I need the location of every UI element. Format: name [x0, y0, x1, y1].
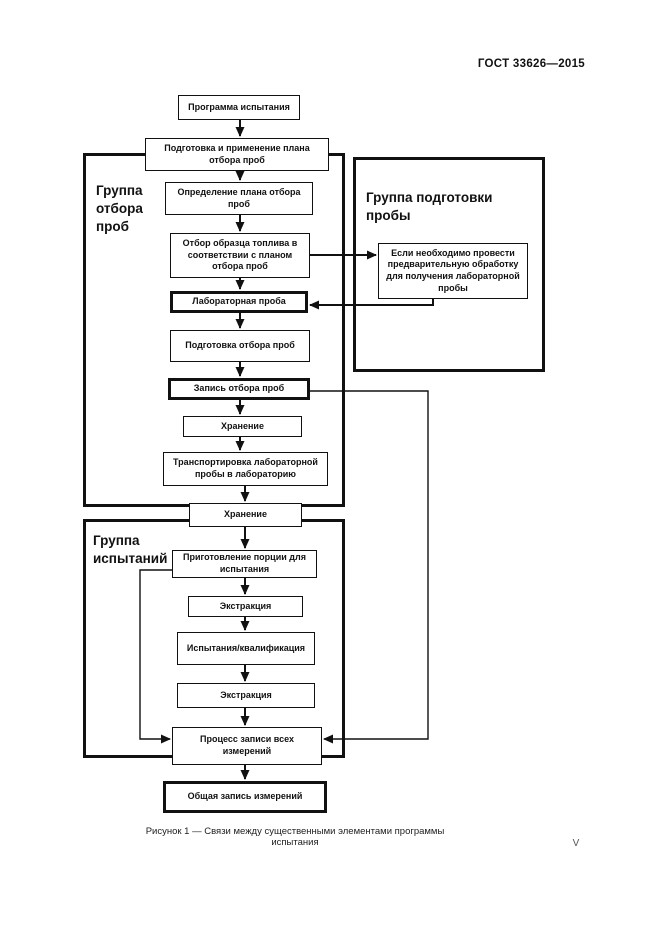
node-extraction-2: Экстракция	[177, 683, 315, 708]
figure-caption: Рисунок 1 — Связи между существенными эл…	[145, 826, 445, 848]
node-overall-record: Общая запись измерений	[163, 781, 327, 813]
node-transport: Транспортировка лабораторной пробы в лаб…	[163, 452, 328, 486]
node-lab-sample: Лабораторная проба	[170, 291, 308, 313]
node-testing-qualification: Испытания/квалификация	[177, 632, 315, 665]
node-sampling-record: Запись отбора проб	[168, 378, 310, 400]
node-measurement-process: Процесс записи всех измерений	[172, 727, 322, 765]
node-storage-1: Хранение	[183, 416, 302, 437]
node-portion-preparation: Приготовление порции для испытания	[172, 550, 317, 578]
group-sample-preparation-frame	[353, 157, 545, 372]
page-number: V	[572, 838, 580, 849]
node-extraction-1: Экстракция	[188, 596, 303, 617]
group-testing-label: Группа испытаний	[93, 533, 168, 566]
node-plan-preparation: Подготовка и применение плана отбора про…	[145, 138, 329, 171]
node-program: Программа испытания	[178, 95, 300, 120]
node-sampling-preparation: Подготовка отбора проб	[170, 330, 310, 362]
node-pretreatment: Если необходимо провести предварительную…	[378, 243, 528, 299]
group-sampling-label: Группа отбора проб	[96, 183, 143, 234]
node-sample-selection: Отбор образца топлива в соответствии с п…	[170, 233, 310, 278]
node-plan-definition: Определение плана отбора проб	[165, 182, 313, 215]
group-sample-preparation-label: Группа подготовки пробы	[366, 190, 493, 223]
node-storage-2: Хранение	[189, 503, 302, 527]
document-title: ГОСТ 33626—2015	[477, 58, 585, 70]
